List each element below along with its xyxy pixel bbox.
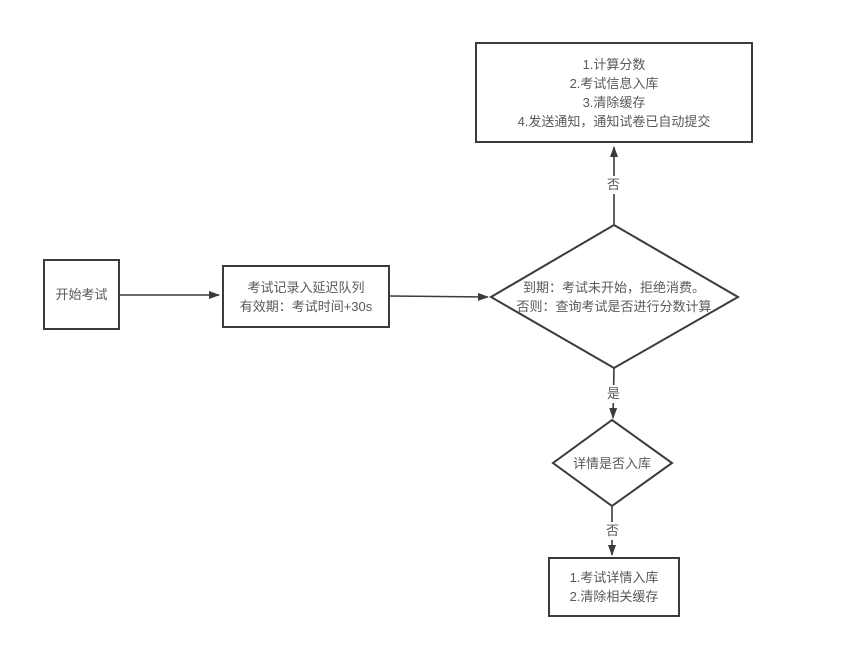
detail-store-node: 1.考试详情入库 2.清除相关缓存: [548, 557, 680, 617]
edge-label-expiry-no: 否: [605, 176, 623, 194]
edge-label-detail-no: 否: [604, 522, 622, 540]
detail-decision-diamond: [551, 418, 674, 508]
start-node: 开始考试: [43, 259, 120, 330]
edge-delay-queue-to-expiry-decision: [389, 292, 489, 301]
score-result-line-1: 1.计算分数: [582, 56, 646, 72]
start-node-label: 开始考试: [55, 287, 108, 302]
edge-label-expiry-yes: 是: [605, 385, 623, 403]
score-result-node: 1.计算分数 2.考试信息入库 3.清除缓存 4.发送通知，通知试卷已自动提交: [475, 42, 753, 143]
detail-store-line-1: 1.考试详情入库: [569, 570, 659, 585]
expiry-decision-diamond: [489, 223, 741, 370]
score-result-line-3: 3.清除缓存: [582, 94, 646, 110]
expiry-decision-line-2: 否则：查询考试是否进行分数计算: [516, 299, 712, 314]
detail-decision-text: 详情是否入库: [552, 454, 672, 473]
expiry-decision-text: 到期：考试未开始，拒绝消费。 否则：查询考试是否进行分数计算: [484, 278, 744, 316]
detail-decision-label: 详情是否入库: [572, 456, 651, 471]
score-result-line-4: 4.发送通知，通知试卷已自动提交: [517, 113, 711, 129]
detail-store-line-2: 2.清除相关缓存: [569, 589, 659, 604]
delay-queue-node: 考试记录入延迟队列 有效期：考试时间+30s: [222, 265, 390, 328]
score-result-line-2: 2.考试信息入库: [569, 75, 659, 91]
expiry-decision-line-1: 到期：考试未开始，拒绝消费。: [522, 280, 705, 295]
delay-queue-line-1: 考试记录入延迟队列: [247, 279, 365, 295]
delay-queue-line-2: 有效期：考试时间+30s: [239, 298, 373, 314]
